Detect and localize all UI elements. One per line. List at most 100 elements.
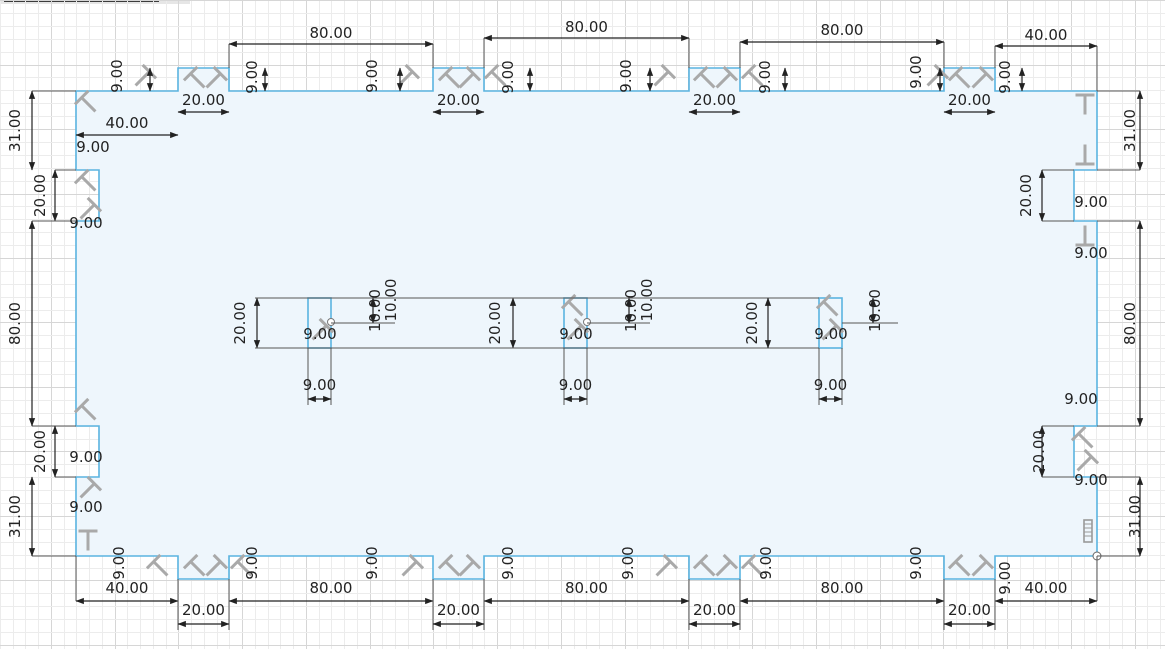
dimension-label: 80.00 [310, 579, 353, 597]
dimension-label: 20.00 [437, 91, 480, 109]
dimension-label: 9.00 [907, 55, 925, 88]
dimension-label: 80.00 [821, 21, 864, 39]
dimension-label: 9.00 [1074, 471, 1107, 489]
dimension-label: 10.00 [638, 279, 656, 322]
dimension-label: 20.00 [1017, 174, 1035, 217]
perpendicular-constraint-icon [458, 553, 482, 577]
dimension-label: 9.00 [1074, 193, 1107, 211]
dimension-label: 9.00 [76, 138, 109, 156]
dimension-annotations: 80.00 80.00 80.00 40.00 20.00 20.00 20.00 20.00… [6, 18, 1144, 630]
dimension-label: 40.00 [1025, 579, 1068, 597]
dimension-label: 9.00 [363, 59, 381, 92]
dimension-label: 10.00 [622, 289, 640, 332]
perpendicular-constraint-icon [815, 293, 839, 317]
dimension-label: 10.00 [366, 289, 384, 332]
dimension-label: 9.00 [69, 448, 102, 466]
dimension-label: 80.00 [310, 24, 353, 42]
perpendicular-constraint-icon [437, 65, 461, 89]
perpendicular-constraint-icon [1076, 448, 1100, 472]
dimension-label: 9.00 [303, 376, 336, 394]
perpendicular-constraint-icon [73, 168, 97, 192]
dimension-label: 9.00 [69, 498, 102, 516]
perpendicular-constraint-icon [145, 553, 169, 577]
perpendicular-constraint-icon [715, 553, 739, 577]
dimension-label: 40.00 [106, 114, 149, 132]
perpendicular-constraint-icon [1075, 144, 1095, 166]
dimension-label: 80.00 [565, 18, 608, 36]
fix-constraint-icon [1083, 519, 1093, 543]
dimension-label: 80.00 [1121, 302, 1139, 345]
dimension-label: 20.00 [1030, 430, 1048, 473]
perpendicular-constraint-icon [401, 553, 425, 577]
dimension-label: 9.00 [814, 325, 847, 343]
dimension-label: 20.00 [31, 430, 49, 473]
perpendicular-constraint-icon [947, 553, 971, 577]
perpendicular-constraint-icon [1075, 225, 1095, 247]
dimension-label: 10.00 [866, 289, 884, 332]
dimension-label: 40.00 [106, 579, 149, 597]
perpendicular-constraint-icon [229, 553, 253, 577]
dimension-label: 80.00 [6, 302, 24, 345]
perpendicular-constraint-icon [79, 475, 103, 499]
perpendicular-constraint-icon [483, 63, 507, 87]
perpendicular-constraint-icon [655, 553, 679, 577]
perpendicular-constraint-icon [740, 553, 764, 577]
dimension-label: 20.00 [693, 601, 736, 619]
dimension-label: 9.00 [996, 561, 1014, 594]
dimension-label: 9.00 [756, 60, 774, 93]
perpendicular-constraint-icon [653, 63, 677, 87]
dimension-label: 20.00 [948, 91, 991, 109]
dimension-label: 9.00 [363, 546, 381, 579]
dimension-label: 9.00 [559, 376, 592, 394]
dimension-label: 9.00 [1064, 390, 1097, 408]
sketch-point [583, 318, 591, 326]
dimension-label: 9.00 [757, 546, 775, 579]
dimension-label: 80.00 [821, 579, 864, 597]
perpendicular-constraint-icon [971, 65, 995, 89]
dimension-label: 31.00 [1121, 109, 1139, 152]
dimension-label: 9.00 [69, 214, 102, 232]
dimension-label: 9.00 [499, 546, 517, 579]
dimension-label: 9.00 [1074, 244, 1107, 262]
sketch-point [327, 318, 335, 326]
dimension-label: 20.00 [231, 302, 249, 345]
perpendicular-constraint-icon [205, 553, 229, 577]
perpendicular-constraint-icon [205, 65, 229, 89]
dimension-label: 20.00 [948, 601, 991, 619]
dimension-label: 20.00 [182, 91, 225, 109]
dimension-label: 9.00 [243, 546, 261, 579]
perpendicular-constraint-icon [311, 317, 335, 341]
perpendicular-constraint-icon [566, 317, 590, 341]
perpendicular-constraint-icon [947, 65, 971, 89]
perpendicular-constraint-icon [182, 553, 206, 577]
perpendicular-constraint-icon [79, 196, 103, 220]
dimension-label: 31.00 [1126, 495, 1144, 538]
dimension-label: 10.00 [382, 279, 400, 322]
dimension-label: 31.00 [6, 109, 24, 152]
dimension-label: 31.00 [6, 495, 24, 538]
dimension-label: 9.00 [108, 59, 126, 92]
dimension-label: 9.00 [617, 59, 635, 92]
perpendicular-constraint-icon [458, 65, 482, 89]
perpendicular-constraint-icon [1070, 425, 1094, 449]
perpendicular-constraint-icon [821, 317, 845, 341]
dimension-label: 40.00 [1025, 26, 1068, 44]
dimension-label: 20.00 [31, 174, 49, 217]
perpendicular-constraint-icon [692, 553, 716, 577]
dimension-label: 80.00 [565, 579, 608, 597]
perpendicular-constraint-icon [437, 553, 461, 577]
perpendicular-constraint-icon [182, 65, 206, 89]
dimension-label: 9.00 [303, 325, 336, 343]
perpendicular-constraint-icon [73, 397, 97, 421]
perpendicular-constraint-icon [740, 63, 764, 87]
dimension-label: 20.00 [486, 302, 504, 345]
dimension-label: 20.00 [693, 91, 736, 109]
perpendicular-constraint-icon [971, 553, 995, 577]
constraint-icons [73, 63, 1100, 577]
perpendicular-constraint-icon [1075, 93, 1095, 115]
dimension-label: 9.00 [110, 546, 128, 579]
dimension-label: 9.00 [559, 325, 592, 343]
perpendicular-constraint-icon [692, 65, 716, 89]
dimension-label: 9.00 [907, 546, 925, 579]
